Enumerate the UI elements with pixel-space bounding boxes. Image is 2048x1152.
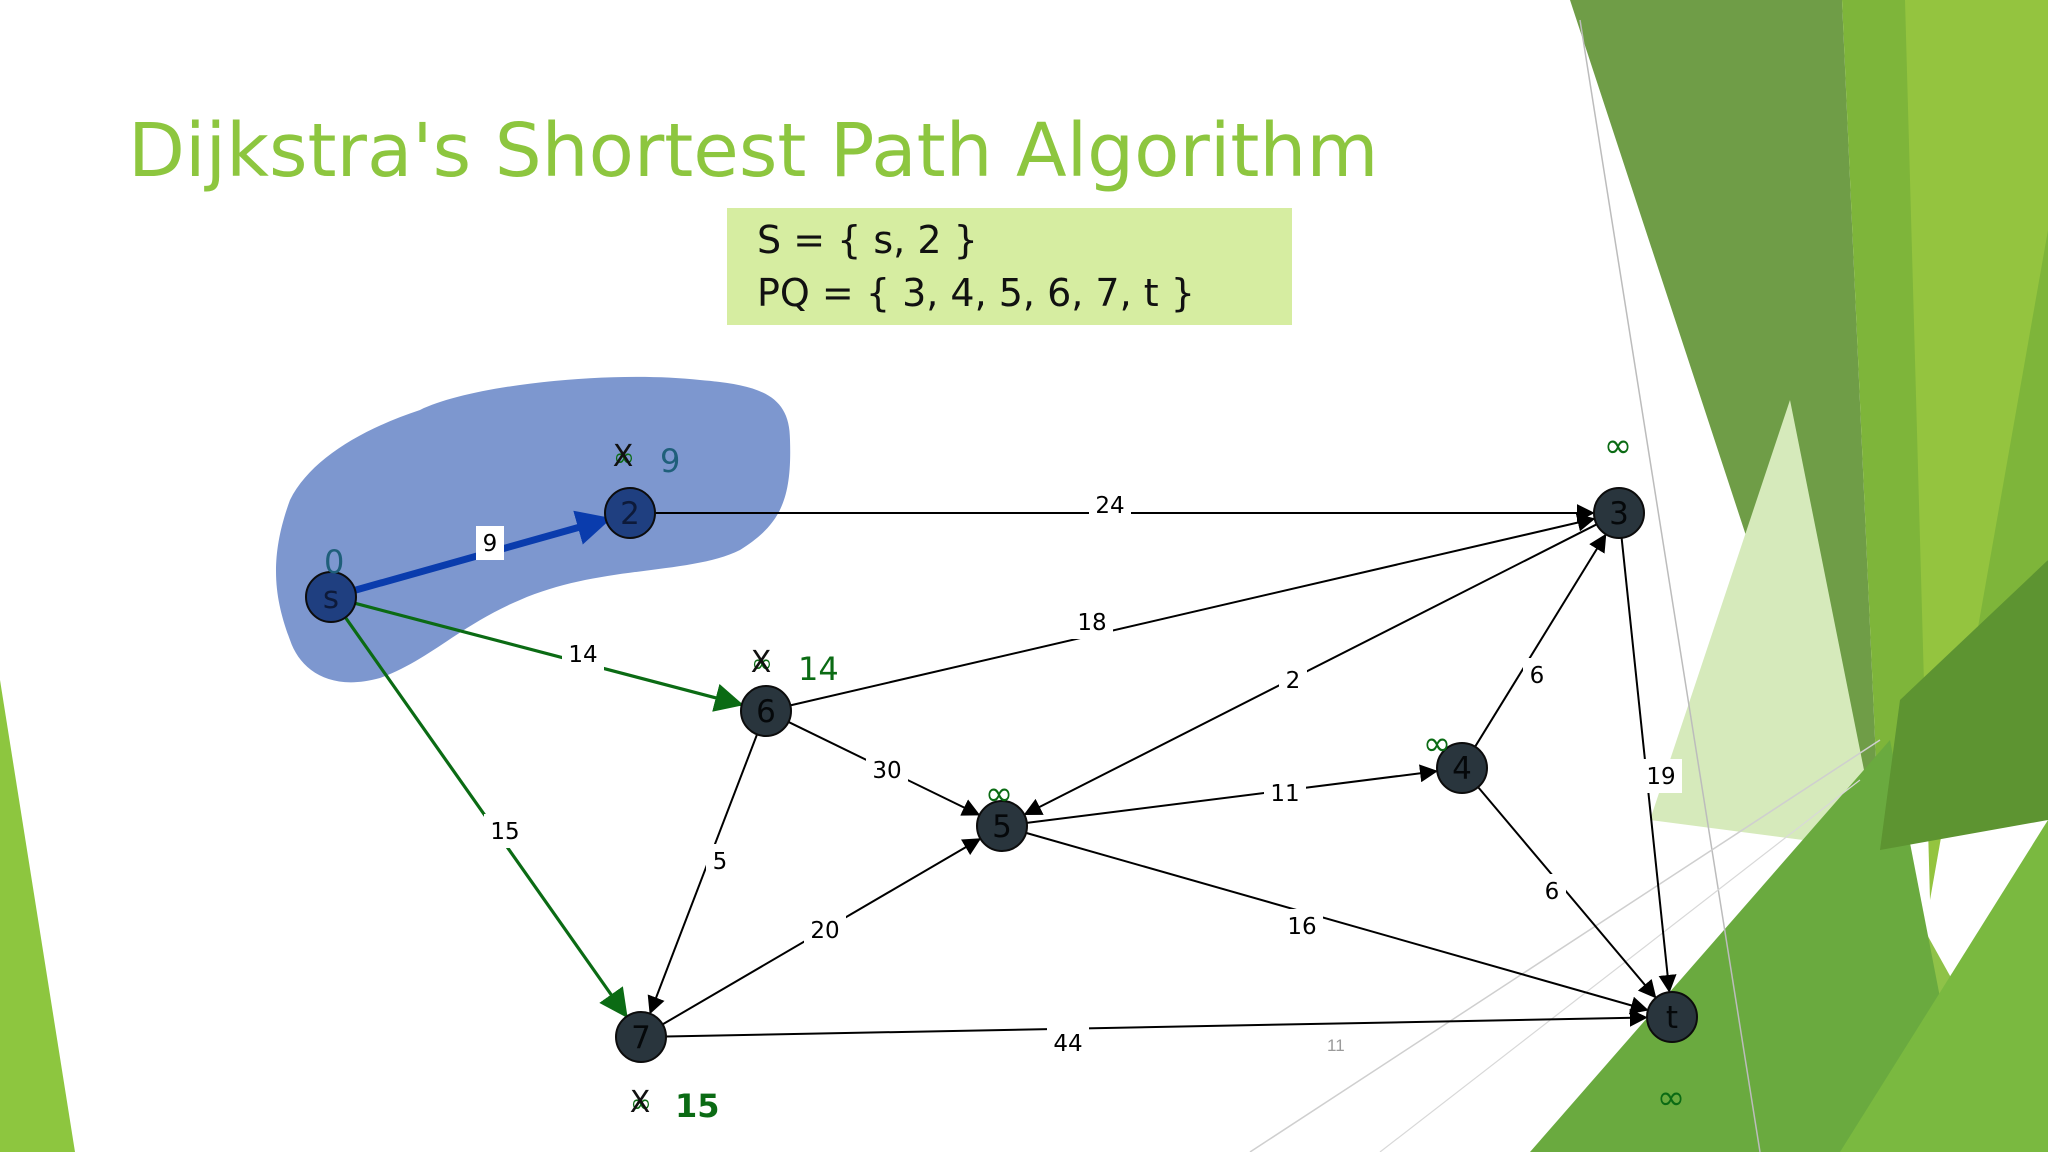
distance-label: ∞ (1657, 1078, 1685, 1118)
edge-weight-label: 9 (483, 531, 498, 557)
priority-queue-text: PQ = { 3, 4, 5, 6, 7, t } (757, 271, 1195, 315)
distance-label: ∞ (985, 774, 1013, 814)
distance-label: ∞ (1604, 426, 1632, 466)
distance-label: ∞ (1423, 724, 1451, 764)
edge-weight-label: 6 (1530, 663, 1545, 689)
distance-label: 14 (798, 650, 839, 688)
edge-weight-bg (562, 637, 604, 671)
node-2 (604, 487, 656, 539)
edge-weight-bg (804, 913, 846, 947)
edge-4-t (1477, 786, 1657, 999)
edge-3-5 (1023, 523, 1598, 816)
edge-weight-label: 16 (1287, 914, 1316, 940)
background-line (1379, 779, 1861, 1152)
edge-weight-label: 19 (1646, 764, 1675, 790)
background-facet (1650, 400, 1880, 850)
edge-weight-bg (476, 526, 504, 560)
node-label: 2 (620, 496, 640, 532)
edge-weight-bg (1279, 663, 1307, 697)
set-status-box: S = { s, 2 } PQ = { 3, 4, 5, 6, 7, t } (727, 208, 1292, 325)
edge-weight-bg (1089, 488, 1131, 522)
node-label: t (1666, 1000, 1678, 1036)
node-3 (1593, 487, 1645, 539)
edge-weight-bg (1264, 776, 1306, 810)
strike-mark: X (751, 645, 772, 680)
distance-label: 15 (675, 1087, 720, 1125)
old-distance-label: ∞ (630, 1089, 652, 1119)
old-distance-label: ∞ (613, 443, 635, 473)
edge-weight-bg (1523, 658, 1551, 692)
node-label: s (323, 580, 339, 616)
edge-4-3 (1474, 533, 1607, 748)
edge-weight-bg (706, 844, 734, 878)
edge-weight-bg (866, 753, 908, 787)
edge-weight-label: 30 (872, 758, 901, 784)
edge-weight-label: 18 (1077, 610, 1106, 636)
node-t (1646, 991, 1698, 1043)
edge-s-6 (354, 601, 744, 712)
node-5 (976, 800, 1028, 852)
edge-weight-bg (1071, 605, 1113, 639)
edge-weight-bg (484, 814, 526, 848)
edge-weight-bg (1538, 874, 1566, 908)
edge-weight-bg (1640, 759, 1682, 793)
edge-weight-label: 6 (1545, 879, 1560, 905)
background-line (1249, 739, 1881, 1152)
distance-label: 9 (660, 442, 680, 480)
node-label: 4 (1452, 751, 1472, 787)
node-6 (740, 685, 792, 737)
edge-weight-label: 11 (1270, 781, 1299, 807)
page-number: 11 (1327, 1036, 1345, 1055)
node-s (305, 571, 357, 623)
edge-7-t (665, 1008, 1648, 1038)
edge-weight-bg (1047, 1026, 1089, 1060)
background-facet (1840, 820, 2048, 1152)
background-line (1579, 19, 1761, 1152)
slide-title: Dijkstra's Shortest Path Algorithm (128, 108, 1379, 194)
distance-label: 0 (324, 543, 344, 581)
strike-mark: X (613, 439, 634, 474)
edge-5-t (1025, 831, 1649, 1015)
background-facet (0, 680, 75, 1152)
node-4 (1436, 742, 1488, 794)
explored-set-text: S = { s, 2 } (757, 218, 978, 262)
edge-5-4 (1026, 764, 1438, 824)
edge-weight-label: 44 (1053, 1031, 1082, 1057)
old-distance-label: ∞ (751, 649, 773, 679)
edge-weight-label: 14 (568, 642, 597, 668)
edge-weight-label: 5 (713, 849, 728, 875)
edge-weight-label: 24 (1095, 493, 1124, 519)
edge-6-7 (647, 733, 758, 1015)
explored-region (276, 376, 791, 683)
node-label: 5 (992, 809, 1012, 845)
edge-weight-label: 15 (490, 819, 519, 845)
edge-6-3 (790, 513, 1596, 707)
strike-mark: X (630, 1085, 651, 1120)
background-facet (1530, 740, 1970, 1152)
node-7 (615, 1011, 667, 1063)
edge-weight-label: 20 (810, 918, 839, 944)
node-label: 7 (631, 1020, 651, 1056)
edge-weight-label: 2 (1286, 668, 1301, 694)
node-label: 6 (756, 694, 776, 730)
edge-weight-bg (1281, 909, 1323, 943)
node-label: 3 (1609, 496, 1629, 532)
background-facet (1880, 560, 2048, 850)
